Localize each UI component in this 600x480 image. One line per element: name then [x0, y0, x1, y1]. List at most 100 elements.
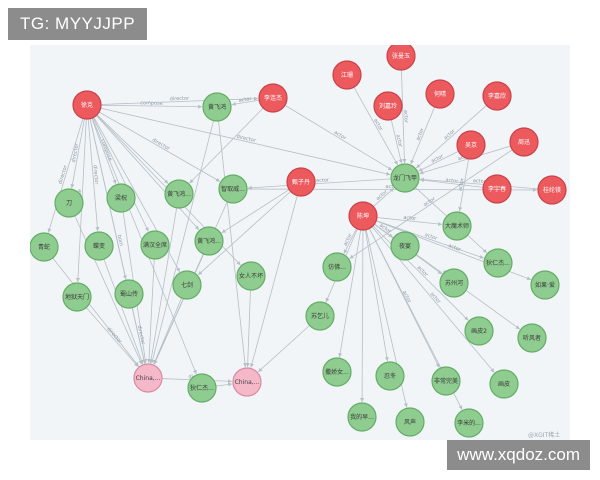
graph-node-red[interactable]: 甄子丹: [286, 167, 316, 197]
edge-n13-n36: [372, 225, 469, 321]
graph-node-pink[interactable]: China,...: [133, 363, 163, 393]
node-circle[interactable]: [322, 357, 352, 387]
graph-node-green[interactable]: 蝶变: [84, 231, 114, 261]
node-circle[interactable]: [464, 316, 494, 346]
node-circle[interactable]: [390, 163, 420, 193]
node-circle[interactable]: [390, 231, 420, 261]
graph-node-green[interactable]: 满汉全席: [140, 230, 170, 260]
graph-node-green[interactable]: 智取威...: [218, 174, 248, 204]
graph-node-green[interactable]: 狄仁杰...: [483, 248, 513, 278]
node-circle[interactable]: [187, 373, 217, 403]
graph-node-green[interactable]: 龙门飞甲: [390, 163, 420, 193]
edge-label: actor: [423, 196, 438, 209]
graph-node-green[interactable]: 非常完美: [431, 366, 461, 396]
graph-node-green[interactable]: 李米的...: [454, 408, 484, 438]
graph-node-red[interactable]: 何晴: [425, 79, 455, 109]
node-circle[interactable]: [332, 60, 362, 90]
graph-node-green[interactable]: 刀: [54, 188, 84, 218]
node-circle[interactable]: [140, 230, 170, 260]
node-circle[interactable]: [348, 201, 378, 231]
node-circle[interactable]: [530, 270, 560, 300]
edge-n1-n21: [87, 118, 100, 232]
graph-node-red[interactable]: 周迅: [509, 127, 539, 157]
graph-node-green[interactable]: 风声: [395, 407, 425, 437]
edge-n23-n45: [153, 253, 204, 365]
node-circle[interactable]: [431, 366, 461, 396]
graph-node-green[interactable]: 苏州河: [439, 268, 469, 298]
graph-node-green[interactable]: 忍冬: [375, 361, 405, 391]
graph-node-green[interactable]: 七剑: [172, 270, 202, 300]
graph-node-green[interactable]: 听风者: [517, 323, 547, 353]
graph-node-green[interactable]: 我的早...: [347, 402, 377, 432]
node-circle[interactable]: [164, 179, 194, 209]
graph-node-green[interactable]: 狄仁杰...: [187, 373, 217, 403]
node-circle[interactable]: [114, 279, 144, 309]
graph-node-red[interactable]: 李宇春: [482, 174, 512, 204]
node-circle[interactable]: [483, 248, 513, 278]
node-circle[interactable]: [373, 91, 403, 121]
graph-node-green[interactable]: 大魔术师: [442, 211, 472, 241]
node-circle[interactable]: [305, 301, 335, 331]
graph-node-green[interactable]: 黄飞鸿...: [164, 179, 194, 209]
edge-label: actor: [424, 232, 439, 242]
node-circle[interactable]: [454, 408, 484, 438]
graph-node-green[interactable]: 撒娇女...: [322, 357, 352, 387]
graph-node-red[interactable]: 陈坤: [348, 201, 378, 231]
node-circle[interactable]: [537, 175, 567, 205]
graph-node-red[interactable]: 李连杰: [258, 83, 288, 113]
node-circle[interactable]: [395, 407, 425, 437]
node-circle[interactable]: [509, 127, 539, 157]
node-circle[interactable]: [194, 226, 224, 256]
node-circle[interactable]: [439, 268, 469, 298]
node-circle[interactable]: [106, 183, 136, 213]
node-circle[interactable]: [375, 361, 405, 391]
node-circle[interactable]: [347, 402, 377, 432]
graph-node-red[interactable]: 刘嘉玲: [373, 91, 403, 121]
node-circle[interactable]: [425, 79, 455, 109]
edge-n13-n29: [343, 228, 357, 254]
graph-node-green[interactable]: 夜宴: [390, 231, 420, 261]
node-circle[interactable]: [84, 231, 114, 261]
graph-node-green[interactable]: 蜀山传: [114, 279, 144, 309]
graph-node-pink[interactable]: China,...: [232, 367, 262, 397]
graph-node-green[interactable]: 黄飞鸿...: [194, 226, 224, 256]
graph-node-red[interactable]: 桂纶镁: [537, 175, 567, 205]
node-circle[interactable]: [232, 367, 262, 397]
node-circle[interactable]: [218, 174, 248, 204]
node-circle[interactable]: [54, 188, 84, 218]
edge-label: actor: [342, 232, 354, 247]
edge-n1-n3: [100, 96, 259, 105]
node-circle[interactable]: [133, 363, 163, 393]
node-circle[interactable]: [482, 81, 512, 111]
node-circle[interactable]: [202, 92, 232, 122]
graph-node-green[interactable]: 仿佛...: [322, 252, 352, 282]
node-circle[interactable]: [258, 83, 288, 113]
graph-node-red[interactable]: 吴京: [456, 130, 486, 160]
graph-node-green[interactable]: 地狱天门: [62, 282, 92, 312]
node-circle[interactable]: [286, 167, 316, 197]
graph-node-red[interactable]: 李嘉欣: [482, 81, 512, 111]
graph-node-green[interactable]: 女人不坏: [236, 261, 266, 291]
node-circle[interactable]: [62, 282, 92, 312]
node-circle[interactable]: [482, 174, 512, 204]
graph-node-green[interactable]: 画皮2: [464, 316, 494, 346]
node-circle[interactable]: [489, 369, 519, 399]
node-circle[interactable]: [236, 261, 266, 291]
node-circle[interactable]: [322, 252, 352, 282]
graph-node-red[interactable]: 徐克: [72, 90, 102, 120]
node-circle[interactable]: [517, 323, 547, 353]
node-circle[interactable]: [442, 211, 472, 241]
node-circle[interactable]: [72, 90, 102, 120]
graph-node-green[interactable]: 黄飞鸿: [202, 92, 232, 122]
graph-node-red[interactable]: 江珊: [332, 60, 362, 90]
node-circle[interactable]: [29, 232, 59, 262]
node-circle[interactable]: [172, 270, 202, 300]
edge-label: actor: [447, 243, 462, 254]
graph-node-green[interactable]: 如果·爱: [530, 270, 560, 300]
graph-node-green[interactable]: 画皮: [489, 369, 519, 399]
graph-node-green[interactable]: 青蛇: [29, 232, 59, 262]
node-circle[interactable]: [456, 130, 486, 160]
graph-node-green[interactable]: 苏乞儿: [305, 301, 335, 331]
graph-node-red[interactable]: 张曼玉: [386, 41, 416, 71]
graph-node-green[interactable]: 梁祝: [106, 183, 136, 213]
